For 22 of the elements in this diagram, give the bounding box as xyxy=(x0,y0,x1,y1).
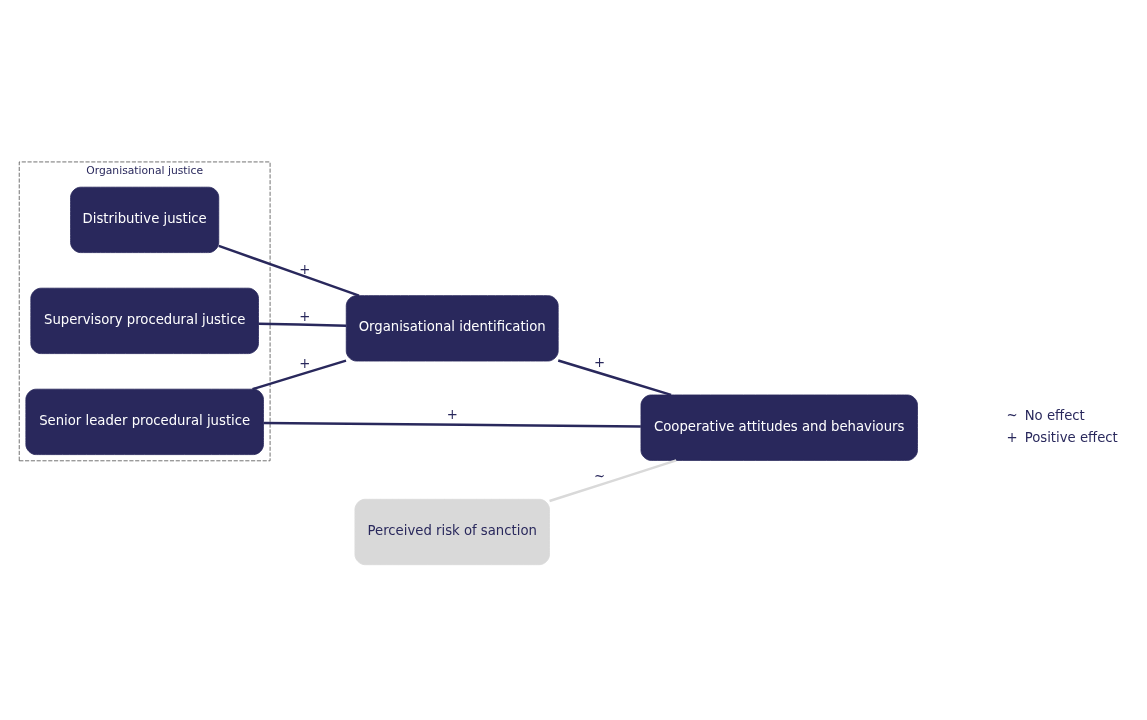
label: ~ xyxy=(1006,408,1018,424)
node-box: Supervisory procedural justice xyxy=(30,287,259,354)
label: No effect xyxy=(1024,408,1085,424)
edge-label: ~ xyxy=(594,469,606,485)
edge-label: + xyxy=(299,355,311,371)
node-box: Perceived risk of sanction xyxy=(354,498,550,566)
node-box: Organisational identification xyxy=(345,295,559,362)
edge-label: + xyxy=(299,261,311,277)
connector xyxy=(258,322,347,327)
edge-label: + xyxy=(299,308,311,324)
node-box: Cooperative attitudes and behaviours xyxy=(640,394,918,461)
connector xyxy=(263,421,641,428)
connector xyxy=(557,359,672,397)
connector xyxy=(549,459,677,503)
edge-label: + xyxy=(446,407,458,423)
connector xyxy=(218,244,360,297)
node-box: Distributive justice xyxy=(70,186,220,253)
connector xyxy=(252,359,347,391)
label: Positive effect xyxy=(1024,429,1118,445)
node-box: Senior leader procedural justice xyxy=(25,388,264,455)
edge-label: + xyxy=(594,355,606,371)
label: + xyxy=(1006,429,1018,445)
